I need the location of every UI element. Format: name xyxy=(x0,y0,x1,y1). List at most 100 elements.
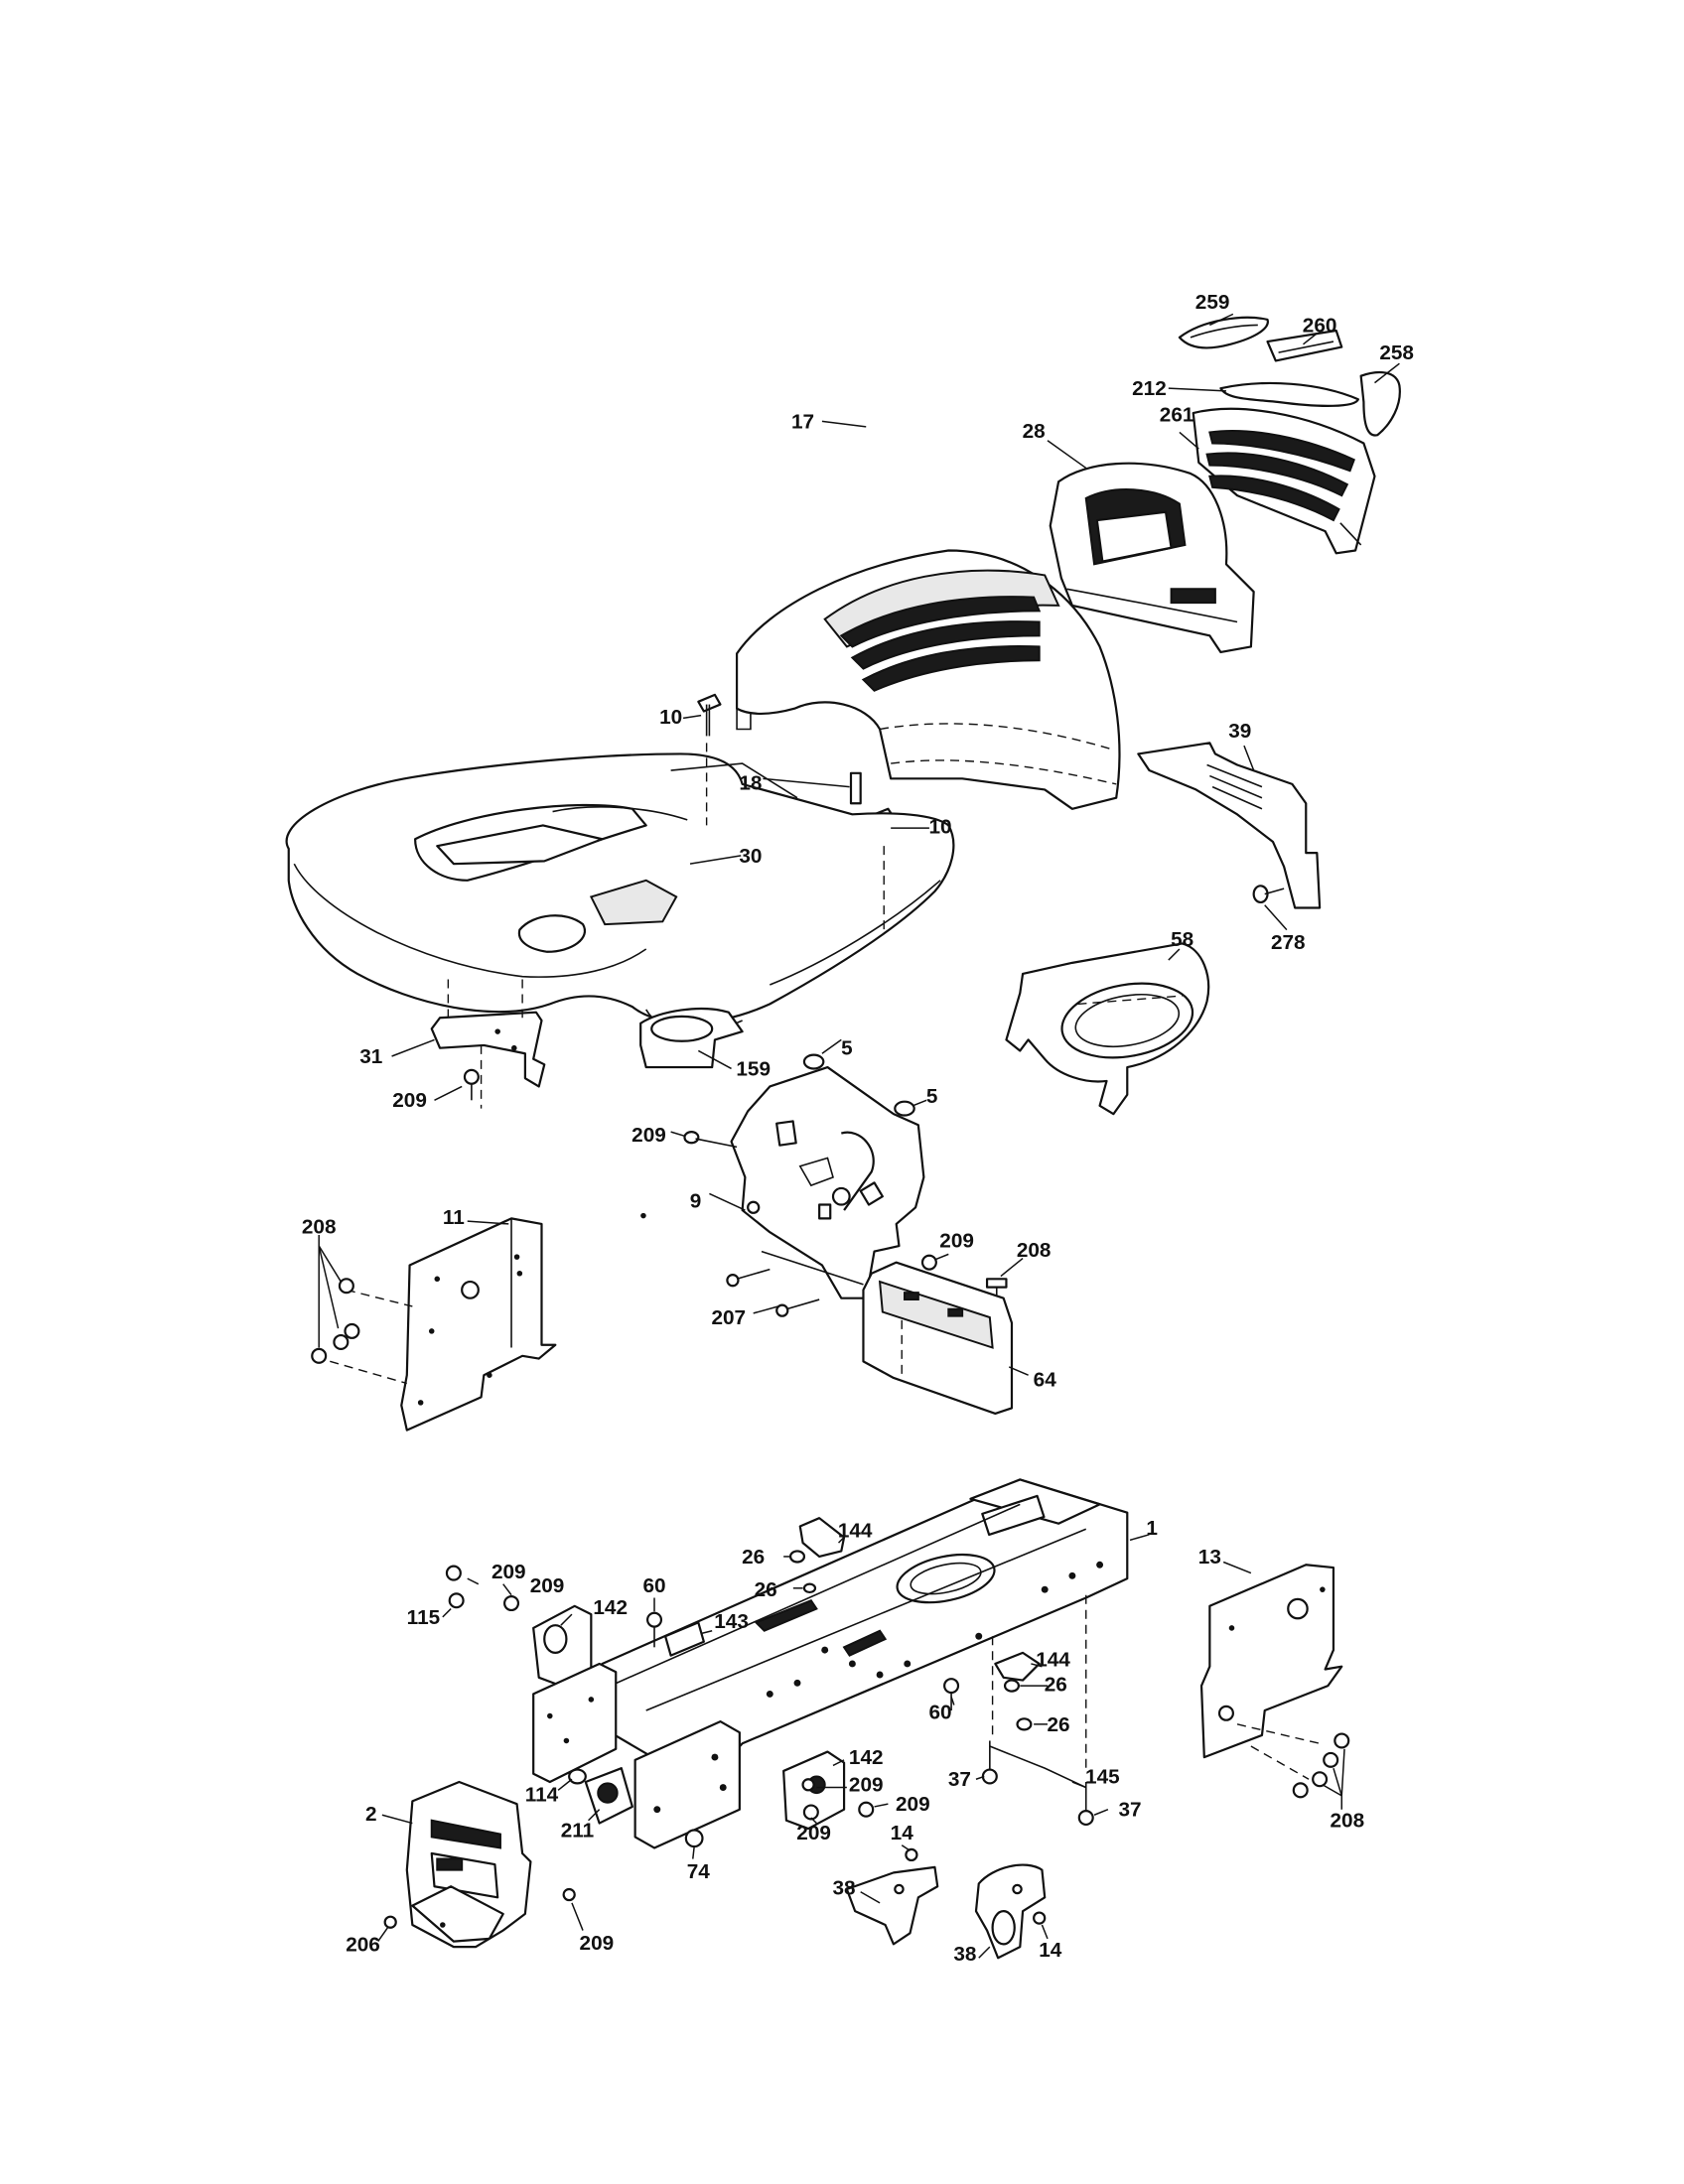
callout-labels: 259 260 258 212 261 28 17 10 18 10 30 39… xyxy=(302,291,1414,1966)
part-38-bracket-a xyxy=(847,1867,937,1945)
part-28-hood-front xyxy=(1051,464,1254,652)
callout-208-b: 208 xyxy=(1017,1239,1052,1262)
small-hole-dot xyxy=(640,1212,646,1219)
part-37-bolt-a xyxy=(983,1770,997,1784)
callout-278: 278 xyxy=(1271,931,1306,954)
callout-1: 1 xyxy=(1146,1517,1158,1540)
callout-26-a: 26 xyxy=(742,1546,765,1569)
part-26-nut-c xyxy=(1005,1681,1019,1692)
part-60-bolt-a xyxy=(647,1613,661,1648)
callout-37-a: 37 xyxy=(948,1768,971,1791)
part-5-grommet-a xyxy=(804,1055,823,1069)
part-209-bolt-a xyxy=(465,1070,479,1100)
callout-37-b: 37 xyxy=(1119,1799,1142,1822)
callout-18: 18 xyxy=(739,771,762,794)
part-115-bolt xyxy=(450,1593,464,1607)
callout-258: 258 xyxy=(1379,341,1414,364)
callout-58: 58 xyxy=(1171,928,1193,951)
part-17-hood xyxy=(737,551,1119,809)
callout-206: 206 xyxy=(346,1933,380,1956)
part-209-bolt-g xyxy=(859,1803,873,1817)
callout-212: 212 xyxy=(1132,377,1167,400)
callout-10-lower: 10 xyxy=(928,816,951,839)
part-209-bolt-h xyxy=(804,1806,818,1820)
part-208-bolts-c xyxy=(1294,1734,1348,1798)
part-143-bracket xyxy=(665,1622,704,1655)
part-64-tray xyxy=(863,1263,1012,1414)
callout-26-b: 26 xyxy=(755,1578,777,1601)
part-26-nut-d xyxy=(1018,1718,1032,1729)
frame-center-plate xyxy=(635,1721,740,1847)
part-58-dash-panel xyxy=(1006,943,1208,1114)
part-114-washer xyxy=(569,1770,586,1784)
part-209-bolt-f xyxy=(803,1779,814,1790)
part-261-grille xyxy=(1193,409,1375,553)
callout-60-b: 60 xyxy=(928,1701,951,1723)
callout-10-upper: 10 xyxy=(659,706,682,729)
part-144-bracket-b xyxy=(995,1653,1039,1681)
part-60-bolt-b xyxy=(944,1679,958,1710)
callout-260: 260 xyxy=(1303,314,1337,337)
callout-142-b: 142 xyxy=(849,1746,884,1769)
callout-209-f: 209 xyxy=(849,1774,884,1797)
callout-209-c: 209 xyxy=(939,1229,974,1252)
part-37-bolt-b xyxy=(1079,1811,1093,1825)
callout-259: 259 xyxy=(1195,291,1230,314)
part-14-bolt-b xyxy=(1034,1913,1045,1924)
callout-60-a: 60 xyxy=(642,1574,665,1597)
callout-39: 39 xyxy=(1228,720,1251,743)
part-258-lens xyxy=(1361,372,1400,435)
part-18-spacer xyxy=(851,773,861,803)
part-31-bracket xyxy=(432,979,545,1108)
callout-38-a: 38 xyxy=(833,1877,856,1900)
callout-207: 207 xyxy=(711,1306,746,1329)
callout-26-d: 26 xyxy=(1048,1713,1070,1736)
callout-208-a: 208 xyxy=(302,1216,337,1239)
callout-64: 64 xyxy=(1034,1368,1057,1391)
callout-26-c: 26 xyxy=(1045,1674,1067,1697)
part-11-side-panel xyxy=(330,1218,555,1430)
callout-13: 13 xyxy=(1198,1546,1221,1569)
callout-209-a: 209 xyxy=(392,1089,427,1112)
part-259-lens xyxy=(1180,318,1268,348)
callout-261: 261 xyxy=(1160,403,1194,426)
callout-28: 28 xyxy=(1023,420,1046,443)
callout-145: 145 xyxy=(1085,1765,1120,1788)
callout-208-c: 208 xyxy=(1330,1810,1364,1833)
callout-30: 30 xyxy=(739,845,762,868)
callout-209-b: 209 xyxy=(632,1124,666,1147)
part-207-bolts xyxy=(727,1270,819,1316)
frame-left-plate xyxy=(533,1664,616,1782)
part-209-bolt-i xyxy=(564,1889,575,1900)
part-5-grommet-b xyxy=(895,1102,913,1116)
callout-31: 31 xyxy=(359,1045,382,1068)
callout-5-a: 5 xyxy=(841,1037,853,1060)
part-26-nut-b xyxy=(804,1584,815,1592)
callout-14-b: 14 xyxy=(1039,1939,1062,1962)
part-206-bolt xyxy=(385,1917,396,1928)
callout-144-a: 144 xyxy=(838,1520,873,1543)
callout-142-a: 142 xyxy=(593,1596,628,1619)
callout-209-d: 209 xyxy=(491,1561,526,1583)
part-74-nut xyxy=(686,1830,703,1846)
part-26-nut-a xyxy=(790,1551,804,1562)
part-208-bolts-a xyxy=(312,1279,358,1362)
callout-11: 11 xyxy=(443,1206,465,1229)
part-14-bolt-a xyxy=(906,1849,916,1860)
part-39-bracket xyxy=(1138,743,1320,907)
callout-209-h: 209 xyxy=(796,1822,831,1844)
part-260-trim xyxy=(1267,331,1341,360)
callout-209-g: 209 xyxy=(896,1793,930,1816)
callout-114: 114 xyxy=(525,1783,559,1806)
part-209-bolt-b xyxy=(684,1132,737,1147)
part-278-push-pin xyxy=(1254,886,1284,902)
callout-5-b: 5 xyxy=(926,1085,938,1108)
callout-115: 115 xyxy=(407,1606,440,1629)
part-209-bolt-c xyxy=(922,1256,936,1270)
part-38-bracket-b xyxy=(976,1865,1045,1959)
callout-17: 17 xyxy=(791,410,814,433)
callout-211: 211 xyxy=(561,1819,594,1842)
part-209-bolt-d xyxy=(447,1567,461,1580)
